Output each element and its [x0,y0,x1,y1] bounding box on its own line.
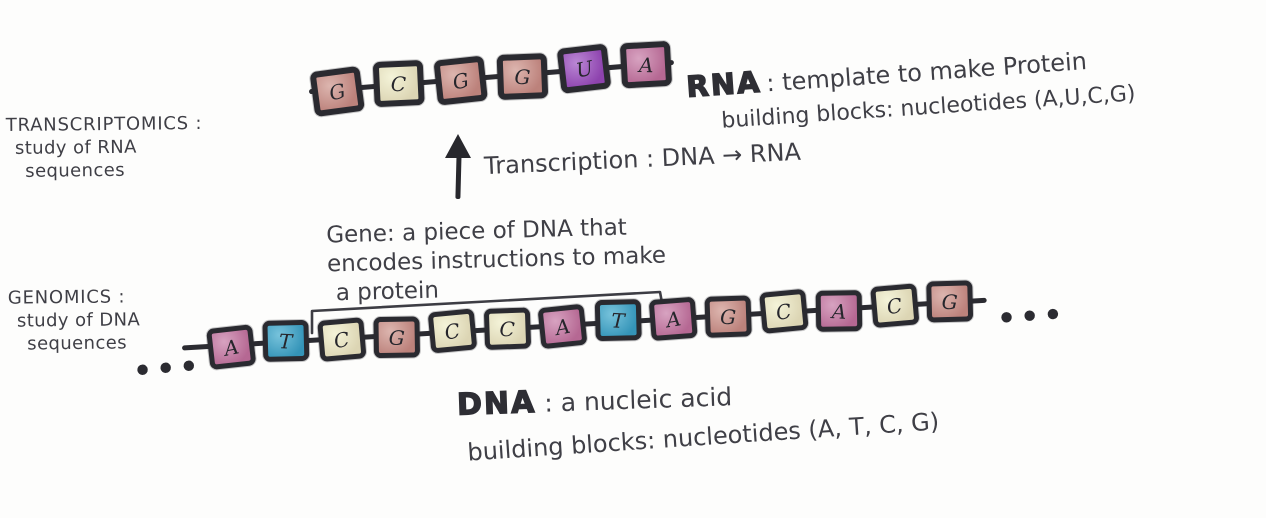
dna-ellipsis-right: ••• [994,294,1068,341]
dna-nucleotide-block: T [594,298,642,341]
dna-nucleotide-block: C [483,306,532,350]
transcriptomics-label: TRANSCRIPTOMICS : study of RNA sequences [6,112,203,183]
nucleotide-letter: T [279,328,294,353]
nucleotide-letter: A [831,298,847,323]
transcriptomics-subtitle-1: study of RNA [14,136,137,159]
dna-nucleotide-block: A [815,289,863,332]
rna-nucleotide-block: C [372,59,425,107]
dna-nucleotide-block: T [262,319,310,362]
nucleotide-letter: A [664,305,683,332]
dna-nucleotide-block: G [373,315,421,358]
transcriptomics-title: TRANSCRIPTOMICS : [5,112,203,137]
genomics-subtitle-1: study of DNA [16,309,141,332]
dna-nucleotide-block: C [316,316,367,362]
nucleotide-letter: U [573,54,595,82]
dna-nucleotide-block: A [537,303,588,349]
nucleotide-letter: C [331,325,352,353]
dna-nucleotide-block: A [206,323,257,370]
dna-ellipsis-left: ••• [130,346,204,393]
rna-nucleotide-block: G [433,55,488,106]
rna-nucleotide-block: U [556,42,612,94]
nucleotide-letter: C [390,70,407,96]
genomics-label: GENOMICS : study of DNA sequences [8,285,141,355]
dna-definition: : a nucleic acid [543,382,733,418]
nucleotide-letter: A [221,333,241,360]
dna-title: DNA [456,384,538,423]
nucleotide-letter: A [638,52,654,77]
dna-nucleotide-block: G [926,279,974,322]
dna-nucleotide-block: C [427,307,477,354]
nucleotide-letter: G [388,324,406,350]
nucleotide-letter: G [514,63,531,89]
transcription-label: Transcription : DNA → RNA [483,137,802,181]
dna-nucleotide-block: G [704,294,753,338]
rna-title: RNA [685,64,764,105]
rna-backbone-line [308,59,675,95]
arrow-shaft [455,151,462,200]
rna-sequence-strand: G C G G U A [308,37,675,117]
transcriptomics-subtitle-2: sequences [25,159,126,182]
nucleotide-letter: G [720,303,737,329]
genomics-subtitle-2: sequences [27,332,128,355]
rna-nucleotide-block: A [619,40,673,88]
nucleotide-letter: G [450,66,471,94]
dna-nucleotide-block: A [648,296,698,341]
nucleotide-letter: C [442,317,462,344]
dna-nucleotide-block: C [758,288,809,334]
dna-nucleotide-block: C [869,282,919,328]
rna-nucleotide-block: G [309,65,365,117]
dna-caption: DNA : a nucleic acid [456,378,733,423]
nucleotide-letter: T [610,307,626,332]
nucleotide-letter: C [499,315,516,341]
nucleotide-letter: G [941,288,959,314]
nucleotide-letter: C [884,292,904,319]
nucleotide-letter: C [773,297,794,324]
transcription-arrow [444,134,474,200]
nucleotide-letter: G [326,77,348,105]
nucleotide-letter: A [553,312,573,340]
rna-nucleotide-block: G [496,52,549,100]
genomics-title: GENOMICS : [7,286,126,309]
